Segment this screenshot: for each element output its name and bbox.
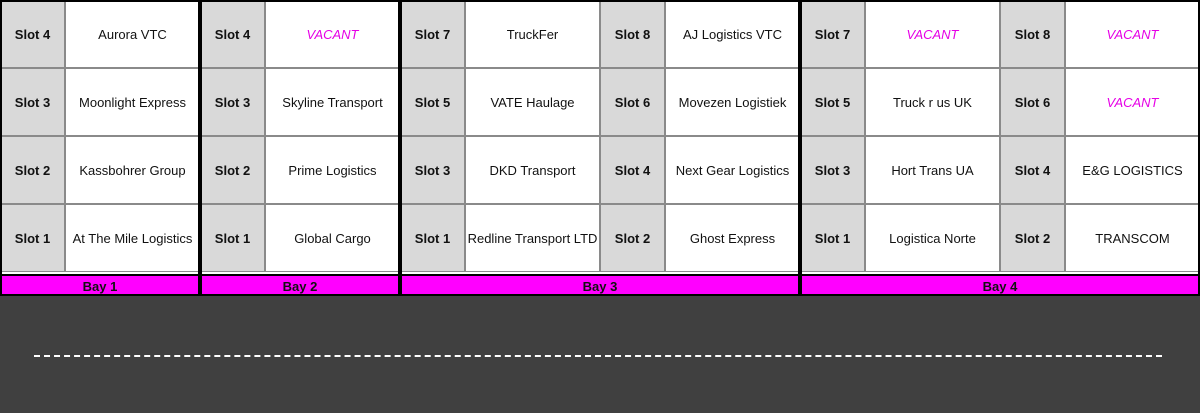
company-name-cell: AJ Logistics VTC <box>665 0 800 68</box>
slot-label: Slot 4 <box>1000 136 1065 204</box>
slot-label: Slot 2 <box>0 136 65 204</box>
slot-label: Slot 5 <box>800 68 865 136</box>
bay-label: Bay 4 <box>800 274 1200 296</box>
company-name-cell: VATE Haulage <box>465 68 600 136</box>
slot-label: Slot 6 <box>600 68 665 136</box>
company-name-cell: Global Cargo <box>265 204 400 272</box>
slot-label: Slot 2 <box>600 204 665 272</box>
slot-label: Slot 4 <box>200 0 265 68</box>
bay-label: Bay 1 <box>0 274 200 296</box>
company-name-cell: E&G LOGISTICS <box>1065 136 1200 204</box>
company-name-cell: Aurora VTC <box>65 0 200 68</box>
company-name-cell: Redline Transport LTD <box>465 204 600 272</box>
company-name-cell: TRANSCOM <box>1065 204 1200 272</box>
company-name-cell: Skyline Transport <box>265 68 400 136</box>
slot-label: Slot 4 <box>0 0 65 68</box>
slot-label: Slot 1 <box>800 204 865 272</box>
slot-label: Slot 7 <box>800 0 865 68</box>
company-name-cell: Ghost Express <box>665 204 800 272</box>
slot-label: Slot 6 <box>1000 68 1065 136</box>
slot-label: Slot 5 <box>400 68 465 136</box>
slot-label: Slot 2 <box>200 136 265 204</box>
slot-label: Slot 8 <box>1000 0 1065 68</box>
company-name-cell: Moonlight Express <box>65 68 200 136</box>
slot-label: Slot 1 <box>200 204 265 272</box>
company-name-cell: Hort Trans UA <box>865 136 1000 204</box>
slot-label: Slot 2 <box>1000 204 1065 272</box>
company-name-cell: Next Gear Logistics <box>665 136 800 204</box>
slot-label: Slot 3 <box>800 136 865 204</box>
road <box>0 296 1200 413</box>
slot-label: Slot 3 <box>0 68 65 136</box>
company-name-cell: Logistica Norte <box>865 204 1000 272</box>
company-name-cell: Kassbohrer Group <box>65 136 200 204</box>
slot-label: Slot 1 <box>0 204 65 272</box>
vacant-slot-cell: VACANT <box>265 0 400 68</box>
vacant-slot-cell: VACANT <box>1065 0 1200 68</box>
company-name-cell: At The Mile Logistics <box>65 204 200 272</box>
slot-label: Slot 7 <box>400 0 465 68</box>
bay-label: Bay 3 <box>400 274 800 296</box>
company-name-cell: Truck r us UK <box>865 68 1000 136</box>
company-name-cell: DKD Transport <box>465 136 600 204</box>
slot-label: Slot 8 <box>600 0 665 68</box>
company-name-cell: TruckFer <box>465 0 600 68</box>
slot-label: Slot 3 <box>200 68 265 136</box>
road-center-line <box>34 355 1162 357</box>
vacant-slot-cell: VACANT <box>1065 68 1200 136</box>
slot-label: Slot 3 <box>400 136 465 204</box>
slot-label: Slot 4 <box>600 136 665 204</box>
company-name-cell: Movezen Logistiek <box>665 68 800 136</box>
slot-label: Slot 1 <box>400 204 465 272</box>
vacant-slot-cell: VACANT <box>865 0 1000 68</box>
company-name-cell: Prime Logistics <box>265 136 400 204</box>
bay-label: Bay 2 <box>200 274 400 296</box>
